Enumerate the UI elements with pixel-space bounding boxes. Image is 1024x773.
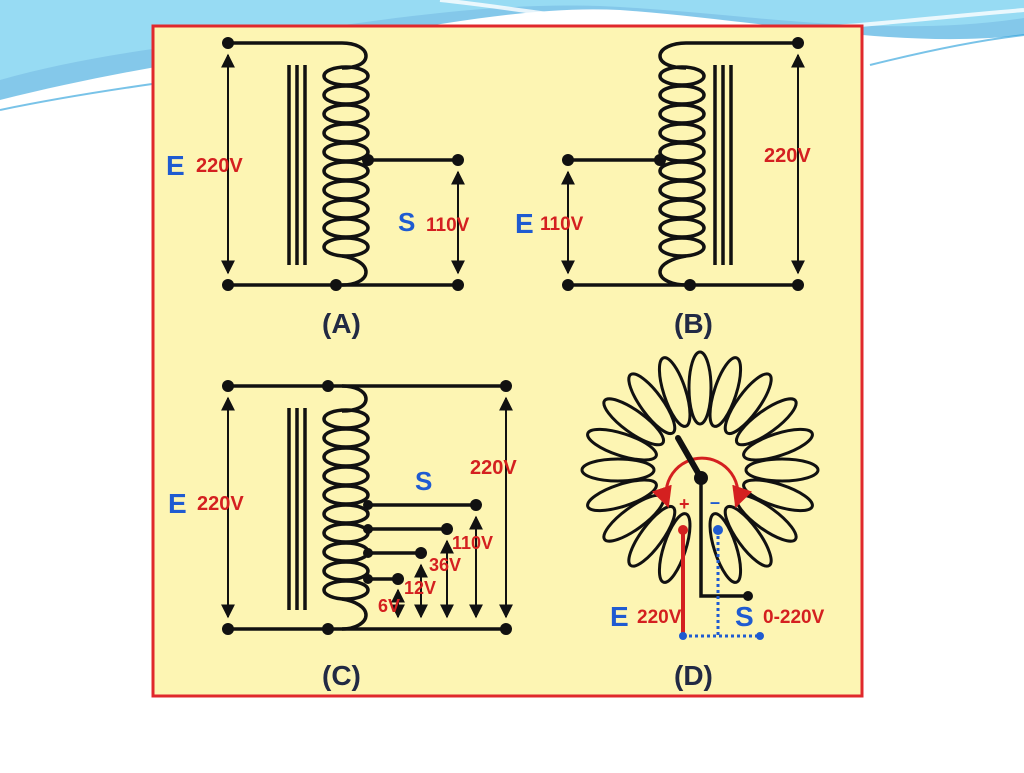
secondary-voltage-a: 110V (426, 215, 470, 236)
coil-loop (742, 427, 814, 462)
secondary-lead-terminal (713, 525, 723, 535)
primary-letter-d: E (610, 601, 629, 632)
wiper-direction-arrow (651, 456, 753, 508)
plus-sign-d: + (679, 494, 690, 514)
secondary-letter-d: S (735, 601, 754, 632)
tap-arrows-c (221, 396, 513, 619)
toroidal-coil-d (580, 350, 820, 584)
primary-lead-terminal (678, 525, 688, 535)
tap-label-220v: 220V (470, 457, 517, 479)
terminals-b (562, 37, 804, 291)
primary-letter-a: E (166, 150, 185, 181)
caption-c: (C) (322, 660, 361, 691)
caption-a: (A) (322, 308, 361, 339)
coil-loop (742, 478, 814, 513)
output-terminal-left (679, 632, 687, 640)
primary-voltage-c: 220V (197, 493, 244, 515)
tap-label-6v: 6V (378, 596, 400, 616)
wires-b (568, 158, 686, 287)
wiper-lead (699, 478, 748, 598)
coil-loop (734, 397, 798, 447)
core-lines-a (287, 65, 307, 265)
tap-label-12v: 12V (404, 578, 436, 598)
diagram-panel (151, 24, 864, 698)
core-lines-b (713, 65, 733, 265)
tap-label-36v: 36V (429, 555, 461, 575)
primary-letter-b: E (515, 208, 534, 239)
coil-loop (708, 356, 743, 428)
tap-label-110v: 110V (452, 533, 493, 553)
wiper-arm (675, 435, 704, 481)
caption-d: (D) (674, 660, 713, 691)
output-terminal-right (756, 632, 764, 640)
core-lines-c (287, 408, 307, 610)
secondary-letter-c: S (415, 466, 432, 496)
coil-a (232, 41, 370, 287)
coil-loop (627, 372, 677, 436)
wiper-lead-terminal (743, 591, 753, 601)
caption-b: (B) (674, 308, 713, 339)
secondary-voltage-d: 0-220V (763, 607, 825, 628)
coil-loop (708, 512, 743, 584)
primary-voltage-d: 220V (637, 607, 682, 628)
coil-loop (687, 350, 713, 426)
diagram-d (580, 350, 820, 640)
coil-loop (657, 512, 692, 584)
terminals-a (222, 37, 464, 291)
primary-voltage-b: 110V (540, 214, 584, 235)
minus-sign-d: – (710, 492, 720, 512)
coil-loop (744, 457, 820, 483)
terminals-c (222, 380, 512, 635)
secondary-letter-a: S (398, 207, 415, 237)
secondary-voltage-b: 220V (764, 145, 811, 167)
coil-loop (586, 427, 658, 462)
coil-loop (580, 457, 656, 483)
diagram-c (221, 380, 513, 635)
diagram-a (221, 37, 465, 291)
diagram-b (561, 37, 805, 291)
coil-loop (657, 356, 692, 428)
coil-loop (586, 478, 658, 513)
coil-loop (723, 372, 773, 436)
coil-loop (602, 397, 666, 447)
primary-letter-c: E (168, 488, 187, 519)
primary-voltage-a: 220V (196, 155, 243, 177)
